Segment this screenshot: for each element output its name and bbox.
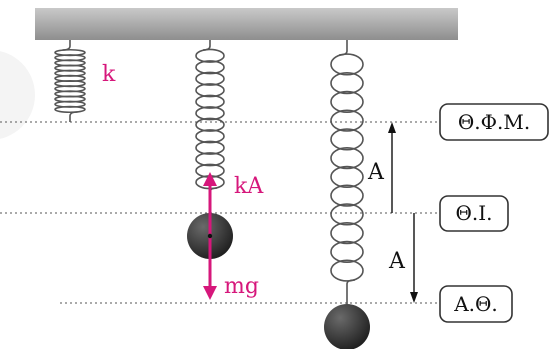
spring-at-extreme — [330, 40, 364, 304]
equilibrium-box: Θ.Ι. — [439, 195, 509, 232]
amplitude-arrow-lower — [410, 213, 418, 303]
background-circle — [0, 51, 35, 139]
spring-force-label: kA — [234, 174, 264, 199]
spring-force-arrow — [203, 172, 217, 236]
weight-label: mg — [224, 274, 259, 299]
center-of-mass-dot — [207, 233, 213, 239]
amplitude-arrow-upper — [388, 122, 396, 213]
natural-length-box: Θ.Φ.Μ. — [439, 103, 549, 141]
ceiling — [35, 8, 458, 40]
extreme-position-box: Α.Θ. — [439, 285, 513, 323]
amplitude-label-upper: A — [367, 160, 385, 185]
extreme-position-box-label: Α.Θ. — [453, 292, 498, 316]
weight-arrow — [203, 236, 217, 300]
natural-length-box-label: Θ.Φ.Μ. — [458, 110, 530, 134]
mass-at-extreme — [324, 304, 370, 350]
equilibrium-box-label: Θ.Ι. — [455, 201, 492, 225]
spring-unloaded — [54, 40, 86, 122]
amplitude-label-lower: A — [388, 249, 406, 274]
spring-constant-label: k — [102, 62, 116, 87]
